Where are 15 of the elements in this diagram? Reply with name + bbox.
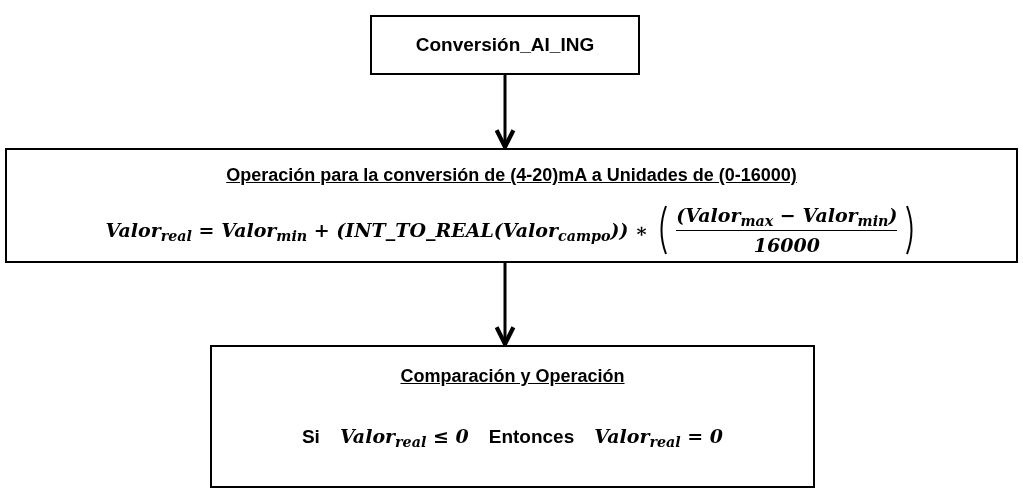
heading: Comparación y Operación xyxy=(400,365,625,388)
numerator: (Valor$_{max}$ − Valor$_{min}$) xyxy=(676,203,898,230)
process-box xyxy=(370,15,640,75)
keyword: Entonces xyxy=(488,425,575,449)
arrow xyxy=(494,263,516,347)
arrow xyxy=(494,75,516,150)
formula: Valor$_{real}$ ≤ 0 xyxy=(339,424,469,451)
keyword: Si xyxy=(301,425,320,449)
process-box xyxy=(5,148,1018,263)
formula: Valor$_{real}$ = Valor$_{min}$ + (INT_TO_REAL(Valor$_{campo}$)) ∗ xyxy=(105,218,649,245)
process-box xyxy=(210,345,815,488)
formula: Valor$_{real}$ = 0 xyxy=(594,424,724,451)
node-title: Conversión_AI_ING xyxy=(415,32,595,57)
heading: Operación para la conversión de (4-20)mA a Unidades de (0-16000) xyxy=(226,164,797,187)
denominator: 16000 xyxy=(753,233,820,258)
